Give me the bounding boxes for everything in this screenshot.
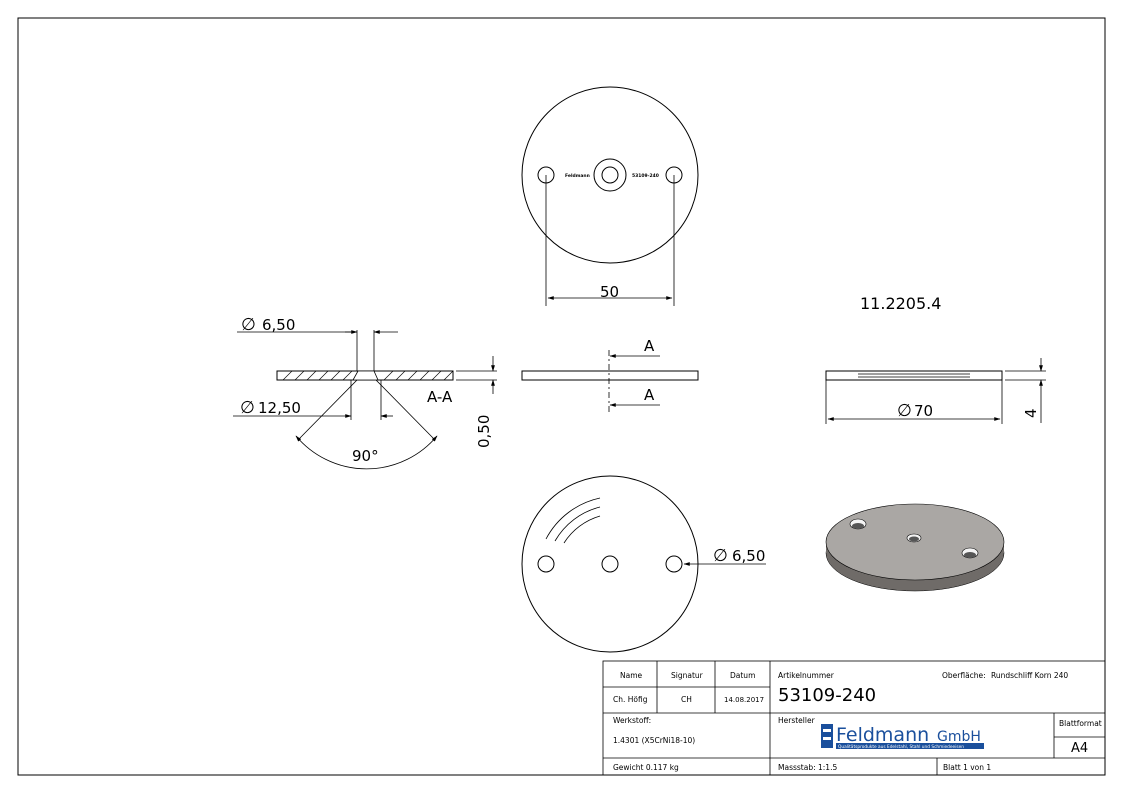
format-value: A4 bbox=[1071, 741, 1088, 756]
sheet: Blatt 1 von 1 bbox=[943, 763, 991, 772]
signature-value: CH bbox=[681, 695, 692, 704]
weight: Gewicht 0.117 kg bbox=[613, 763, 679, 772]
part-code: 11.2205.4 bbox=[860, 294, 941, 313]
dim-outer-dia: 70 bbox=[914, 402, 933, 420]
surface-label: Oberfläche: bbox=[942, 671, 986, 680]
date-label: Datum bbox=[730, 671, 755, 680]
engraving-brand: Feldmann bbox=[565, 173, 590, 179]
section-label: A-A bbox=[427, 388, 453, 406]
manufacturer-label: Hersteller bbox=[778, 716, 816, 725]
section-marker-top: A bbox=[644, 337, 655, 355]
material-value: 1.4301 (X5CrNi18-10) bbox=[613, 736, 695, 745]
engraving-number: 53109-240 bbox=[632, 173, 659, 179]
dim-hole-dia-back: 6,50 bbox=[732, 547, 765, 565]
feldmann-logo: Feldmann GmbH Qualitätsprodukte aus Edel… bbox=[821, 724, 984, 750]
section-view: ∅ 6,50 ∅ 12,50 90° A-A 0,50 bbox=[233, 315, 497, 470]
dim-hole-dia-section: 6,50 bbox=[262, 316, 295, 334]
section-marker-bottom: A bbox=[644, 386, 655, 404]
svg-text:GmbH: GmbH bbox=[937, 729, 981, 745]
material-label: Werkstoff: bbox=[613, 716, 651, 725]
article-value: 53109-240 bbox=[778, 685, 876, 706]
dim-countersink-symbol: ∅ bbox=[240, 398, 255, 418]
dim-countersink-dia: 12,50 bbox=[258, 399, 301, 417]
format-label: Blattformat bbox=[1059, 719, 1102, 728]
name-value: Ch. Höfig bbox=[613, 695, 648, 704]
top-view: Feldmann 53109-240 50 bbox=[521, 86, 699, 306]
dim-section-hole-symbol: ∅ bbox=[241, 315, 256, 335]
plate-outline-top bbox=[521, 86, 699, 264]
dim-back-symbol: ∅ bbox=[713, 546, 728, 566]
signature-label: Signatur bbox=[671, 671, 704, 680]
name-label: Name bbox=[620, 671, 643, 680]
article-label: Artikelnummer bbox=[778, 671, 835, 680]
drawing-frame bbox=[17, 17, 1106, 776]
dim-depth: 0,50 bbox=[475, 415, 493, 448]
date-value: 14.08.2017 bbox=[724, 696, 764, 704]
title-block: Name Signatur Datum Ch. Höfig CH 14.08.2… bbox=[602, 660, 1106, 776]
dim-thickness: 4 bbox=[1022, 408, 1040, 418]
dim-outer-dia-symbol: ∅ bbox=[897, 401, 912, 421]
svg-text:Qualitätsprodukte aus Edelstah: Qualitätsprodukte aus Edelstahl, Stahl u… bbox=[838, 744, 964, 750]
side-view: A A bbox=[521, 337, 699, 412]
edge-outline bbox=[825, 370, 1003, 381]
dim-hole-spacing: 50 bbox=[600, 283, 619, 301]
center-hole bbox=[601, 166, 619, 184]
svg-text:Feldmann: Feldmann bbox=[836, 724, 929, 746]
surface-value: Rundschliff Korn 240 bbox=[991, 671, 1068, 680]
back-view: ∅ 6,50 bbox=[521, 475, 766, 653]
dim-countersink-angle: 90° bbox=[352, 447, 379, 465]
isometric-view bbox=[825, 503, 1005, 592]
edge-view: ∅ 70 4 bbox=[825, 358, 1046, 424]
scale: Massstab: 1:1.5 bbox=[778, 763, 837, 772]
center-countersink-outer bbox=[593, 158, 627, 192]
side-outline bbox=[521, 370, 699, 381]
plate-outline-back bbox=[521, 475, 699, 653]
